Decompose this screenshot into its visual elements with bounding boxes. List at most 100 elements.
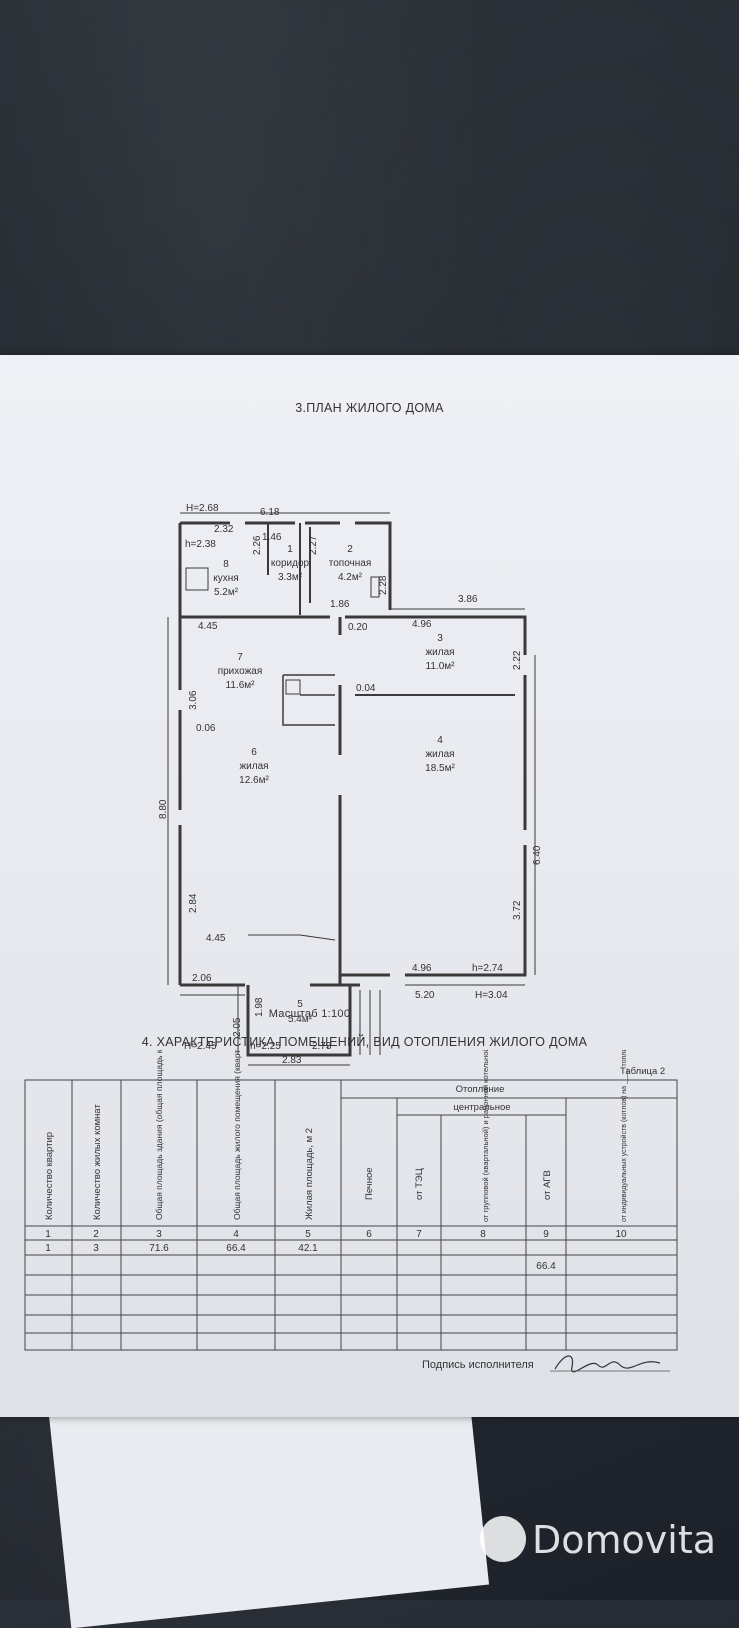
dim: 1.46 [262,532,282,543]
room5-area: 5.4м² [288,1014,313,1025]
room8-area: 5.2м² [214,587,239,598]
section4-title: 4. ХАРАКТЕРИСТИКА ПОМЕЩЕНИЙ, ВИД ОТОПЛЕН… [141,1035,588,1049]
room6-num: 6 [251,747,257,758]
col-header: Общая площадь здания (общая площадь квар… [154,1050,164,1220]
col-number: 10 [615,1229,627,1240]
col-header: от ТЭЦ [414,1168,425,1200]
room6-name: жилая [239,761,268,772]
room7-name: прихожая [218,666,263,677]
room2-area: 4.2м² [338,572,363,583]
dim: H=3.04 [475,990,508,1001]
room5-num: 5 [297,999,303,1010]
dim: 6.40 [532,845,543,865]
porch-steps [349,990,381,1055]
logo-text: Domovita [532,1518,717,1562]
room7-num: 7 [237,652,243,663]
room1-area: 3.3м² [278,572,303,583]
table-cell: 42.1 [298,1243,318,1254]
room3-num: 3 [437,633,443,644]
dim: 2.73 [312,1041,332,1052]
col-header: от групповой (квартальной) и районной ко… [481,1050,490,1222]
col-number: 5 [305,1229,311,1240]
col-number: 3 [156,1229,162,1240]
col-number: 6 [366,1229,372,1240]
wall-main-left [178,617,245,987]
room3-name: жилая [425,647,454,658]
col-header: Количество квартир [44,1132,55,1220]
wall-main-top [180,615,527,977]
dim: 3.72 [512,900,523,920]
heating-header: Отопление [456,1084,505,1095]
dim: 2.83 [282,1055,302,1066]
dim: 0.06 [196,723,216,734]
room7-area: 11.6м² [226,680,256,691]
logo-icon [480,1516,526,1562]
dim: h=2.74 [472,963,503,974]
dim: H=2.45 [184,1041,217,1052]
signature [550,1355,670,1373]
col-number: 2 [93,1229,99,1240]
dim: 1.86 [330,599,350,610]
room3-area: 11.0м² [426,661,456,672]
col-header: от АГВ [542,1170,553,1200]
plan-title: 3.ПЛАН ЖИЛОГО ДОМА [295,401,444,415]
dim: 2.28 [378,575,389,595]
col-header: от индивидуальных устройств (котлов) на … [620,1050,628,1222]
col-number: 4 [233,1229,239,1240]
table-cell: 3 [93,1243,99,1254]
central-header: центральное [453,1102,510,1113]
dim: 2.27 [308,535,319,555]
dim: 8.80 [158,799,169,819]
room1-name: коридор [271,558,310,569]
dim: 5.20 [415,990,435,1001]
dim: 4.96 [412,963,432,974]
table-cell: 66.4 [536,1261,556,1272]
stairs [282,674,335,726]
dim: 0.04 [356,683,376,694]
dim: h=2.25 [250,1041,281,1052]
table-label: Таблица 2 [620,1066,665,1077]
dim: 2.26 [252,535,263,555]
wall-top-left [178,521,392,617]
col-number: 1 [45,1229,51,1240]
col-number: 9 [543,1229,549,1240]
room4-name: жилая [425,749,454,760]
col-number: 8 [480,1229,486,1240]
col-header: Жилая площадь, м 2 [304,1128,315,1220]
dim: 2.22 [512,650,523,670]
dim: 4.96 [412,619,432,630]
dim: 4.45 [198,621,218,632]
room8-num: 8 [223,559,229,570]
scale-label: Масштаб 1:100 [268,1008,351,1020]
room4-area: 18.5м² [425,763,455,774]
col-number: 7 [416,1229,422,1240]
floor-plan: 1 коридор 3.3м² 2 топочная 4.2м² 3 жилая… [158,503,543,1066]
signature-label: Подпись исполнителя [422,1359,534,1371]
table-cell: 66.4 [226,1243,246,1254]
room2-num: 2 [347,544,353,555]
characteristics-table: Таблица 2 Отопление центральное Количест… [24,1050,678,1351]
col-header: Печное [364,1167,375,1200]
wall-bottom [310,973,390,987]
dim: 3.06 [188,690,199,710]
table-cell: 1 [45,1243,51,1254]
table-cell: 71.6 [149,1243,169,1254]
col-header: Количество жилых комнат [92,1104,103,1220]
col-header: Общая площадь жилого помещения (квартиры… [232,1050,242,1220]
dim: H=2.68 [186,503,219,514]
dim: 0.20 [348,622,368,633]
room4-num: 4 [437,735,443,746]
dim: 2.05 [232,1017,243,1037]
wall-top-internal [267,523,311,615]
document-page: 3.ПЛАН ЖИЛОГО ДОМА [0,355,739,1417]
dim: h=2.38 [185,539,216,550]
dim: 2.84 [188,893,199,913]
dim: 2.32 [214,524,234,535]
dim: 4.45 [206,933,226,944]
room8-name: кухня [213,573,238,584]
dim: 2.06 [192,973,212,984]
room1-num: 1 [287,544,293,555]
dim: 1.98 [254,997,265,1017]
dim: 3.86 [458,594,478,605]
domovita-logo: Domovita [480,1512,730,1572]
